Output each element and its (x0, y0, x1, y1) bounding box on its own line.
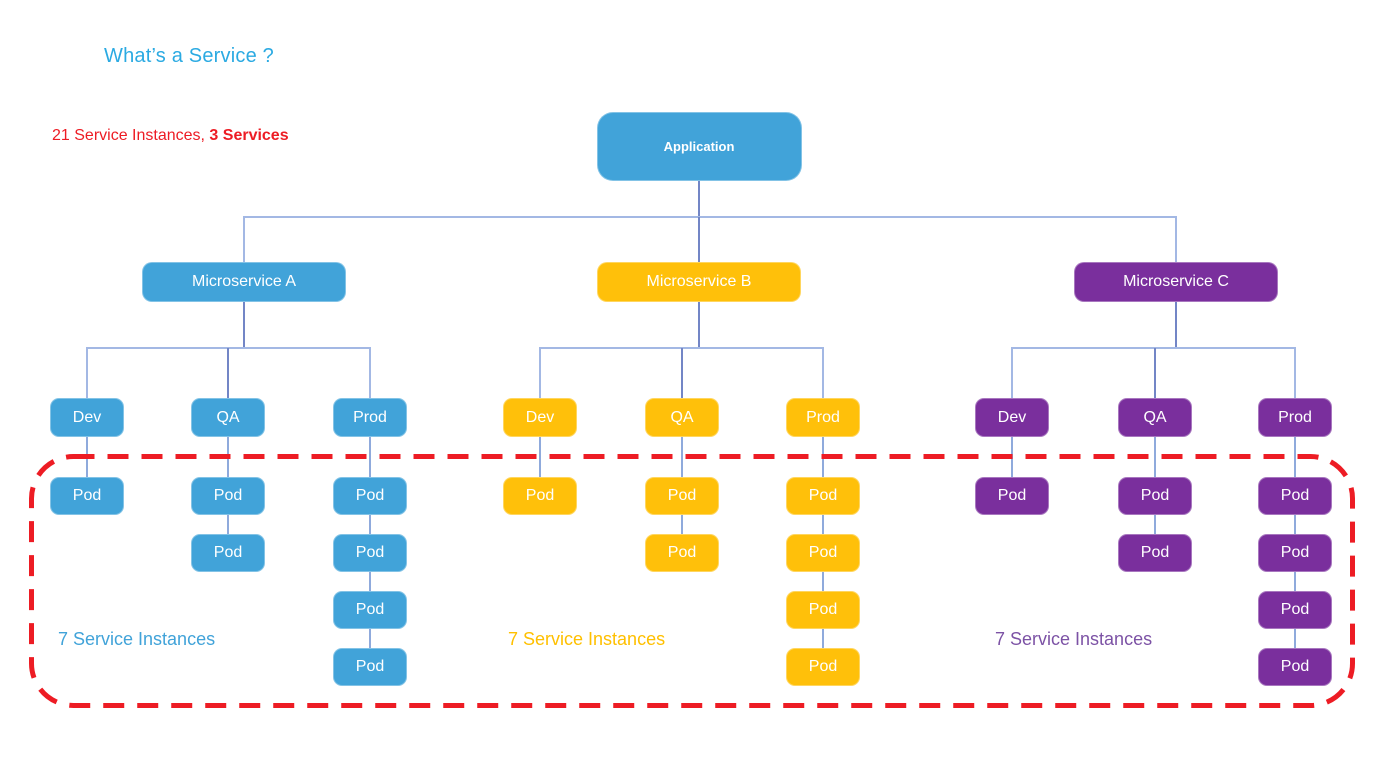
connector-line (539, 437, 541, 477)
connector-line (369, 437, 371, 477)
node-microservice-c-qa: QA (1118, 398, 1192, 437)
node-microservice-a-dev-pod-1: Pod (50, 477, 124, 515)
connector-line (227, 437, 229, 477)
connector-line (243, 217, 245, 262)
instance-count-label: 7 Service Instances (995, 629, 1153, 649)
node-microservice-b-prod-pod-3: Pod (786, 591, 860, 629)
connector-line (1294, 348, 1296, 398)
node-microservice-c: Microservice C (1074, 262, 1278, 302)
node-microservice-c-prod-pod-4: Pod (1258, 648, 1332, 686)
node-microservice-a-qa-pod-2: Pod (191, 534, 265, 572)
node-microservice-c-prod-pod-2: Pod (1258, 534, 1332, 572)
instance-count-label: 7 Service Instances (58, 629, 216, 649)
connector-line (698, 217, 700, 262)
connector-line (681, 515, 683, 534)
node-microservice-a-prod-pod-2: Pod (333, 534, 407, 572)
connector-line (822, 629, 824, 648)
connector-line (243, 302, 245, 348)
connector-line (539, 348, 541, 398)
connector-line (1294, 629, 1296, 648)
connector-line (1175, 302, 1177, 348)
connector-line (1011, 437, 1013, 477)
connector-line (86, 437, 88, 477)
node-microservice-b-prod-pod-2: Pod (786, 534, 860, 572)
node-microservice-a-qa: QA (191, 398, 265, 437)
connector-line (243, 216, 1177, 218)
node-microservice-a-prod-pod-1: Pod (333, 477, 407, 515)
node-microservice-b-dev-pod-1: Pod (503, 477, 577, 515)
node-microservice-c-prod-pod-1: Pod (1258, 477, 1332, 515)
connector-line (1294, 515, 1296, 534)
node-microservice-c-dev-pod-1: Pod (975, 477, 1049, 515)
connector-line (227, 515, 229, 534)
summary-instances-text: 21 Service Instances, (52, 127, 210, 144)
connector-line (369, 348, 371, 398)
node-microservice-a-qa-pod-1: Pod (191, 477, 265, 515)
node-application: Application (596, 112, 802, 181)
node-microservice-b-dev: Dev (503, 398, 577, 437)
node-microservice-b-prod: Prod (786, 398, 860, 437)
node-microservice-c-prod: Prod (1258, 398, 1332, 437)
node-microservice-a-prod-pod-3: Pod (333, 591, 407, 629)
node-microservice-b-qa: QA (645, 398, 719, 437)
node-microservice-b: Microservice B (597, 262, 801, 302)
node-microservice-a-prod-pod-4: Pod (333, 648, 407, 686)
node-microservice-c-qa-pod-2: Pod (1118, 534, 1192, 572)
summary-services-text: 3 Services (209, 127, 289, 144)
connector-line (1294, 572, 1296, 591)
node-microservice-a: Microservice A (142, 262, 346, 302)
connector-line (681, 437, 683, 477)
node-microservice-c-dev: Dev (975, 398, 1049, 437)
node-microservice-c-qa-pod-1: Pod (1118, 477, 1192, 515)
node-microservice-b-qa-pod-2: Pod (645, 534, 719, 572)
node-microservice-c-prod-pod-3: Pod (1258, 591, 1332, 629)
connector-line (1154, 515, 1156, 534)
summary-label: 21 Service Instances, 3 Services (52, 127, 289, 145)
connector-line (369, 629, 371, 648)
page-title: What’s a Service ? (104, 45, 274, 67)
connector-line (822, 572, 824, 591)
instance-count-label: 7 Service Instances (508, 629, 666, 649)
connector-line (681, 348, 683, 398)
connector-line (227, 348, 229, 398)
connector-line (698, 181, 700, 217)
connector-line (1175, 217, 1177, 262)
connector-line (369, 515, 371, 534)
connector-line (1154, 348, 1156, 398)
connector-line (822, 348, 824, 398)
connector-line (698, 302, 700, 348)
node-microservice-b-qa-pod-1: Pod (645, 477, 719, 515)
connector-line (1011, 347, 1296, 349)
node-microservice-b-prod-pod-4: Pod (786, 648, 860, 686)
connector-line (369, 572, 371, 591)
connector-line (86, 348, 88, 398)
connector-line (1011, 348, 1013, 398)
connector-line (1154, 437, 1156, 477)
node-microservice-a-dev: Dev (50, 398, 124, 437)
node-microservice-a-prod: Prod (333, 398, 407, 437)
connector-line (1294, 437, 1296, 477)
connector-line (822, 515, 824, 534)
node-microservice-b-prod-pod-1: Pod (786, 477, 860, 515)
connector-line (822, 437, 824, 477)
